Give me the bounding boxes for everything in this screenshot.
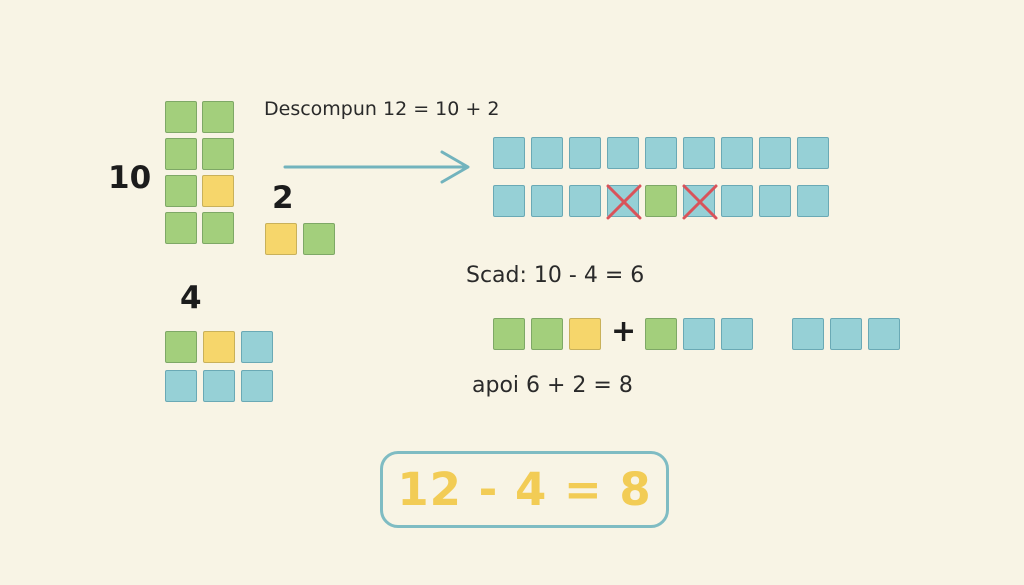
bottom-mid-row — [645, 318, 753, 350]
green-square — [303, 223, 335, 255]
green-square — [165, 331, 197, 363]
plus-sign: + — [611, 314, 637, 349]
blue-square — [607, 137, 639, 169]
blue-square — [830, 318, 862, 350]
green-square — [165, 138, 197, 170]
green-square — [202, 138, 234, 170]
yellow-square — [569, 318, 601, 350]
blue-square — [493, 137, 525, 169]
blue-square — [683, 318, 715, 350]
top-row — [493, 137, 829, 169]
blue-square — [493, 185, 525, 217]
green-square — [165, 101, 197, 133]
bottom-left-row — [493, 318, 601, 350]
cross-mark-icon — [682, 184, 718, 220]
blue-square — [797, 185, 829, 217]
green-square — [493, 318, 525, 350]
blue-square-crossed — [682, 184, 718, 220]
green-square — [202, 212, 234, 244]
blue-square — [645, 137, 677, 169]
blue-square — [683, 137, 715, 169]
blue-square-crossed — [606, 184, 642, 220]
arrow-right-icon — [283, 150, 470, 184]
blue-square — [721, 318, 753, 350]
green-square — [165, 175, 197, 207]
blue-square — [792, 318, 824, 350]
result-box: 12 - 4 = 8 — [380, 451, 669, 528]
blue-square — [569, 185, 601, 217]
green-square — [645, 185, 677, 217]
blue-square — [165, 370, 197, 402]
green-square — [202, 101, 234, 133]
yellow-square — [265, 223, 297, 255]
blue-square — [868, 318, 900, 350]
bottom-right-row — [792, 318, 900, 350]
green-square — [531, 318, 563, 350]
blue-square — [721, 185, 753, 217]
blue-square — [569, 137, 601, 169]
subtract-text: Scad: 10 - 4 = 6 — [466, 263, 645, 288]
two-block — [265, 223, 335, 255]
ten-block — [165, 101, 234, 244]
blue-square — [531, 137, 563, 169]
then-text: apoi 6 + 2 = 8 — [472, 373, 633, 398]
green-square — [645, 318, 677, 350]
label-two: 2 — [272, 180, 294, 216]
blue-square — [759, 137, 791, 169]
label-ten: 10 — [108, 160, 152, 196]
blue-square — [203, 370, 235, 402]
decompose-text: Descompun 12 = 10 + 2 — [264, 98, 500, 120]
blue-square — [759, 185, 791, 217]
blue-square — [721, 137, 753, 169]
blue-square — [797, 137, 829, 169]
label-four: 4 — [180, 280, 202, 316]
yellow-square — [203, 331, 235, 363]
blue-square — [241, 370, 273, 402]
result-text: 12 - 4 = 8 — [397, 463, 652, 516]
yellow-square — [202, 175, 234, 207]
blue-square — [531, 185, 563, 217]
mid-row — [493, 184, 829, 220]
green-square — [165, 212, 197, 244]
blue-square — [241, 331, 273, 363]
four-block — [165, 331, 273, 402]
cross-mark-icon — [606, 184, 642, 220]
